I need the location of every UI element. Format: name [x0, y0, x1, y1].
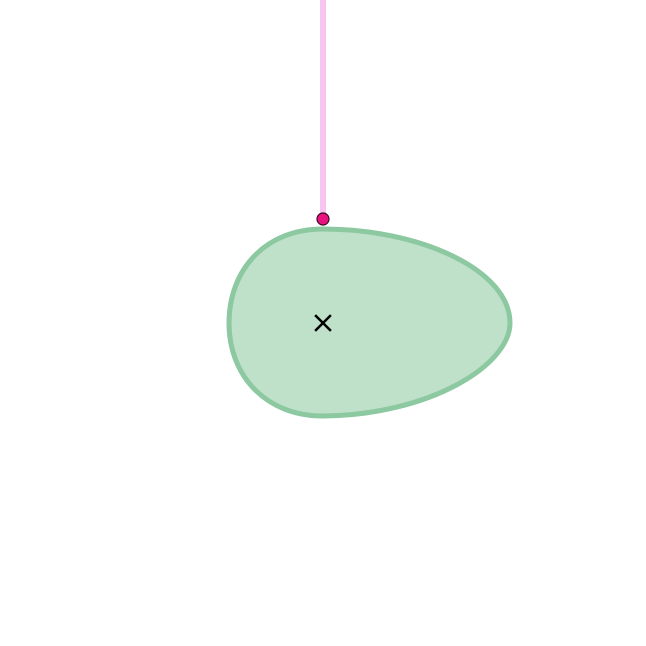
egg-blob-shape[interactable]: [226, 226, 513, 419]
contact-point-dot[interactable]: [316, 212, 330, 226]
center-x-cross-icon: [314, 314, 332, 332]
cross-stroke-b: [314, 314, 332, 332]
